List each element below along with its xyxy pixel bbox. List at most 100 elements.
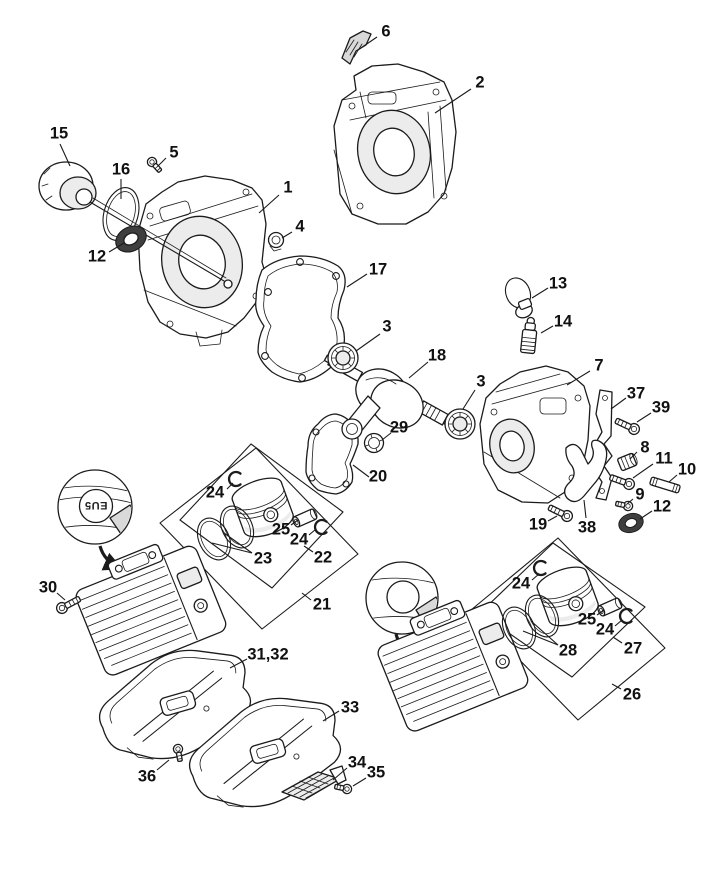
kit-box-outer-left	[159, 447, 359, 630]
callout-38: 38	[578, 519, 596, 537]
stud-10	[649, 476, 681, 494]
kit-box-inner-right	[479, 542, 646, 678]
plug-8	[617, 452, 638, 472]
decompression-valve	[520, 316, 538, 355]
engine-block	[479, 365, 591, 504]
callout-24: 24	[512, 575, 531, 593]
leader-line	[540, 325, 554, 334]
leader-line	[258, 194, 280, 214]
callout-24: 24	[290, 531, 309, 549]
leader-line	[352, 464, 370, 478]
leader-line	[408, 361, 429, 379]
callout-9: 9	[635, 486, 644, 504]
callout-12: 12	[653, 498, 671, 516]
plug-4	[267, 231, 285, 252]
shaft-seal-right	[615, 509, 647, 537]
screw-19	[546, 501, 575, 524]
leader-line	[156, 759, 170, 771]
callout-13: 13	[549, 275, 567, 293]
leader-line	[290, 519, 299, 526]
bumper-spike	[563, 439, 608, 503]
leader-line	[281, 231, 293, 239]
leader-line	[614, 619, 623, 627]
leader-line	[303, 545, 314, 553]
leader-line	[322, 710, 340, 722]
detail-circle-eu5: EU5	[57, 469, 133, 571]
leader-line	[301, 592, 312, 601]
callout-5: 5	[169, 144, 178, 162]
kit-box-outer-right	[470, 537, 666, 721]
callout-31,32: 31,32	[247, 646, 288, 664]
leader-line	[381, 432, 392, 441]
leader-line	[462, 389, 476, 410]
leader-line	[332, 767, 348, 781]
leader-line	[308, 528, 317, 536]
kit-box-inner-left	[179, 443, 344, 589]
leader-line	[547, 515, 558, 522]
callout-layer: 6215165121417318329201314737398111091219…	[39, 23, 696, 787]
callout-24: 24	[596, 621, 615, 639]
callout-15: 15	[50, 125, 68, 143]
callout-23: 23	[254, 550, 272, 568]
leader-line	[611, 683, 622, 690]
gasket-large	[255, 255, 346, 383]
eu5-badge: EU5	[85, 499, 108, 511]
callout-22: 22	[314, 549, 332, 567]
leader-line	[596, 609, 605, 616]
callout-17: 17	[369, 261, 387, 279]
leader-line	[355, 333, 381, 352]
bearing-left	[327, 342, 359, 374]
callout-29: 29	[390, 419, 408, 437]
callout-34: 34	[348, 754, 367, 772]
callout-39: 39	[652, 399, 670, 417]
callout-30: 30	[39, 579, 57, 597]
leader-line	[639, 510, 653, 520]
leader-line	[612, 636, 623, 644]
callout-19: 19	[529, 516, 547, 534]
cover-clip-part	[341, 30, 372, 65]
callout-3: 3	[476, 373, 485, 391]
callout-6: 6	[381, 23, 390, 41]
callout-35: 35	[367, 764, 385, 782]
leader-line	[531, 287, 549, 299]
leader-line	[626, 498, 634, 505]
callout-11: 11	[655, 450, 672, 468]
callout-25: 25	[272, 521, 290, 539]
leader-line	[223, 532, 253, 554]
callout-3: 3	[382, 318, 391, 336]
callout-28: 28	[559, 642, 577, 660]
crankcase-half-top	[333, 63, 457, 225]
callout-25: 25	[578, 611, 596, 629]
leader-line	[531, 573, 540, 581]
callout-16: 16	[112, 161, 130, 179]
leader-line	[226, 482, 234, 490]
callout-14: 14	[554, 313, 573, 331]
callout-18: 18	[428, 347, 446, 365]
callout-27: 27	[624, 640, 642, 658]
callout-21: 21	[313, 596, 331, 614]
leader-line	[229, 658, 248, 669]
callout-2: 2	[475, 74, 484, 92]
leader-line	[357, 36, 378, 51]
leader-line	[157, 157, 167, 167]
leader-line	[522, 630, 559, 646]
callout-7: 7	[594, 357, 603, 375]
callout-10: 10	[678, 461, 696, 479]
callout-24: 24	[206, 484, 225, 502]
callout-36: 36	[138, 768, 156, 786]
carrying-hook	[504, 277, 533, 319]
screw-5	[144, 154, 165, 175]
leader-line	[530, 620, 559, 646]
callout-20: 20	[369, 468, 387, 486]
sealing-ring	[102, 187, 140, 241]
oil-pump	[38, 161, 233, 289]
leader-line	[629, 451, 638, 460]
callout-1: 1	[283, 179, 292, 197]
screw-35	[333, 781, 354, 796]
callout-26: 26	[623, 686, 641, 704]
leader-line	[434, 88, 472, 114]
leader-line	[352, 777, 367, 787]
leader-line	[566, 370, 591, 386]
